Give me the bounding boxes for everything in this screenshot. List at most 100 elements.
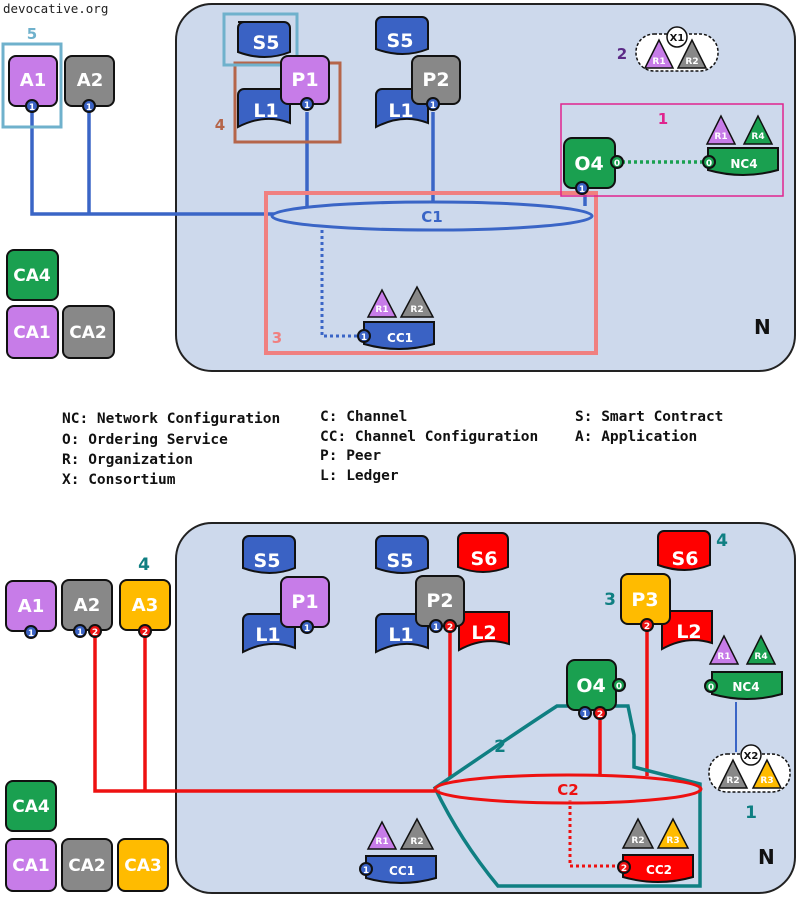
bottom-network-area [175,522,796,894]
bottom-network-label: N [758,845,775,869]
bottom-smart-contract-s6b [657,530,711,571]
bottom-diagram: N C2 4 4 3 2 1 S5 L1 P1 [5,522,796,894]
callout-4b-label: 4 [716,531,728,551]
bottom-o4-side-port [612,678,626,692]
a2-port-label: 1 [86,103,92,113]
bottom-p2-port-2-label: 2 [447,623,453,633]
bottom-smart-contract-s5 [242,535,296,574]
legend-o: O: Ordering Service [62,432,228,448]
bottom-channel-config-cc2: R2 R3 CC2 2 [617,817,694,883]
bottom-ca2 [61,838,113,892]
nc4-org-r4 [742,114,774,145]
channel-c2 [433,773,703,805]
legend-p: P: Peer [320,448,381,464]
callout-region-2 [432,704,702,888]
callout-2-label-bottom: 2 [494,737,506,757]
bottom-network-config-nc4: R1 R4 NC4 0 [704,634,783,700]
bottom-s5-label: S5 [254,550,281,572]
l1-label: L1 [253,100,278,122]
bottom-nc4-org-r4 [745,634,777,665]
bottom-channel-config-cc1: R1 R2 CC1 1 [359,817,437,884]
bottom-s6b-label: S6 [672,548,699,570]
channel-c1 [270,200,594,232]
legend-x: X: Consortium [62,472,176,488]
bottom-l2b-label: L2 [676,621,701,643]
bottom-consortium-x2: X2 R2 R3 [708,744,791,793]
top-channel-config-cc1: R1 R2 CC1 1 [357,285,435,350]
legend-cc: CC: Channel Configuration [320,429,538,445]
bottom-ca2-label: CA2 [68,856,105,876]
nc4-label: NC4 [730,157,757,171]
bottom-a2-port-2 [88,624,102,638]
top-links [30,112,587,216]
bottom-a2-label: A2 [74,595,100,616]
ledger-l1 [237,88,291,129]
bottom-a3-port-label: 2 [142,628,148,638]
cc2-port [617,860,631,874]
cc1-org-r2 [399,285,435,318]
o4-bottom-port-label: 1 [579,185,585,195]
top-diagram: N C1 5 4 3 2 1 S5 L1 P [1,3,796,372]
bottom-peer-p1-group: S5 L1 P1 1 [242,535,330,654]
bottom-s5b-label: S5 [387,550,414,572]
l1b-label: L1 [388,100,413,122]
legend-r: R: Organization [62,452,193,468]
bottom-p1-label: P1 [291,591,318,613]
channel-c1-label: C1 [421,208,442,226]
cc2-org-r2 [621,817,655,849]
bottom-cc1-org-r2 [399,817,435,850]
x1-badge [666,26,688,48]
p2-port [426,97,440,111]
o4-side-port [610,155,624,169]
p1-port [300,97,314,111]
cc1-port [357,329,371,343]
bottom-p1-port-label: 1 [304,624,310,634]
x2-r2-label: R2 [726,776,739,786]
cc2-org-r3 [656,817,690,849]
x2-label: X2 [744,751,759,762]
top-peer-p1-group: S5 L1 P1 1 [237,21,330,129]
top-consortium-x1: X1 R1 R2 [635,26,719,72]
bottom-a2-port-2-label: 2 [92,628,98,638]
cc2-port-label: 2 [621,864,627,874]
p2-label: P2 [422,69,449,91]
x1-org-r2 [676,38,708,69]
x2-r3-label: R3 [760,776,773,786]
ca1-label: CA1 [13,323,50,343]
bottom-p1-port [300,620,314,634]
link-c1-cc1 [320,224,358,338]
cc2-r2-label: R2 [631,836,644,846]
bottom-p2-port-1-label: 1 [433,623,439,633]
bottom-cc1-port [359,862,373,876]
bottom-peer-p3-group: S6 L2 P3 2 [620,530,713,651]
x1-r1-label: R1 [652,57,665,67]
smart-contract-s5 [237,21,291,58]
bottom-links [93,630,649,793]
bottom-a1-label: A1 [18,596,44,617]
bottom-a2-port-1 [73,624,87,638]
legend-a: A: Application [575,429,697,445]
top-network-label: N [754,315,771,339]
bottom-cc1-r2-label: R2 [410,837,423,847]
top-network-config-nc4: R1 R4 NC4 0 [702,114,779,176]
top-network-area [175,3,796,372]
top-applications: A1 1 A2 1 [8,55,115,113]
cc2-label: CC2 [646,863,672,877]
bottom-ledger-l1b [375,613,429,654]
legend: NC: Network Configuration O: Ordering Se… [62,409,723,488]
nc4-port [702,155,716,169]
bottom-o4-port-1-label: 1 [582,710,588,720]
bottom-o4-label: O4 [576,675,605,697]
top-orderer-o4: O4 0 1 [563,137,624,195]
bottom-o4-port-2-label: 2 [597,710,603,720]
bottom-certificate-authorities: CA4 CA1 CA2 CA3 [5,780,169,892]
s5b-label: S5 [387,30,414,52]
bottom-nc4-port [704,679,718,693]
bottom-ca3-label: CA3 [124,856,161,876]
channel-c2-label: C2 [557,781,578,799]
p1-port-label: 1 [304,101,310,111]
bottom-nc4-r4-label: R4 [754,652,767,662]
bottom-p2-label: P2 [426,590,453,612]
cc1-document [363,321,435,350]
